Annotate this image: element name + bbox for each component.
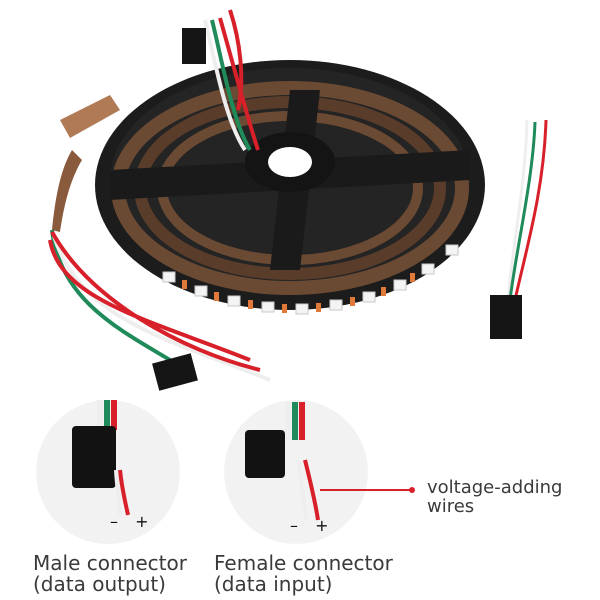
male-caption-line2: (data output)	[33, 572, 166, 596]
female-connector-caption: Female connector (data input)	[214, 553, 393, 595]
female-caption-line1: Female connector	[214, 551, 393, 575]
voltage-pointer-dot	[409, 487, 415, 493]
side-wires	[506, 119, 548, 301]
top-wires	[203, 9, 260, 152]
female-polarity-label: – +	[290, 516, 335, 535]
female-connector-inset	[224, 400, 368, 544]
male-connector-inset	[36, 400, 180, 544]
lower-connector	[152, 353, 198, 391]
male-polarity-label: – +	[110, 512, 155, 531]
voltage-wires-caption: voltage-adding wires	[427, 477, 563, 517]
lower-wires	[48, 229, 271, 382]
led-strip-reel	[52, 60, 485, 315]
top-connector	[182, 28, 206, 64]
side-connector	[490, 295, 522, 339]
voltage-caption-line1: voltage-adding	[427, 477, 563, 498]
voltage-caption-line2: wires	[427, 495, 475, 517]
male-caption-line1: Male connector	[33, 551, 187, 575]
male-connector-caption: Male connector (data output)	[33, 553, 187, 595]
female-caption-line2: (data input)	[214, 572, 333, 596]
